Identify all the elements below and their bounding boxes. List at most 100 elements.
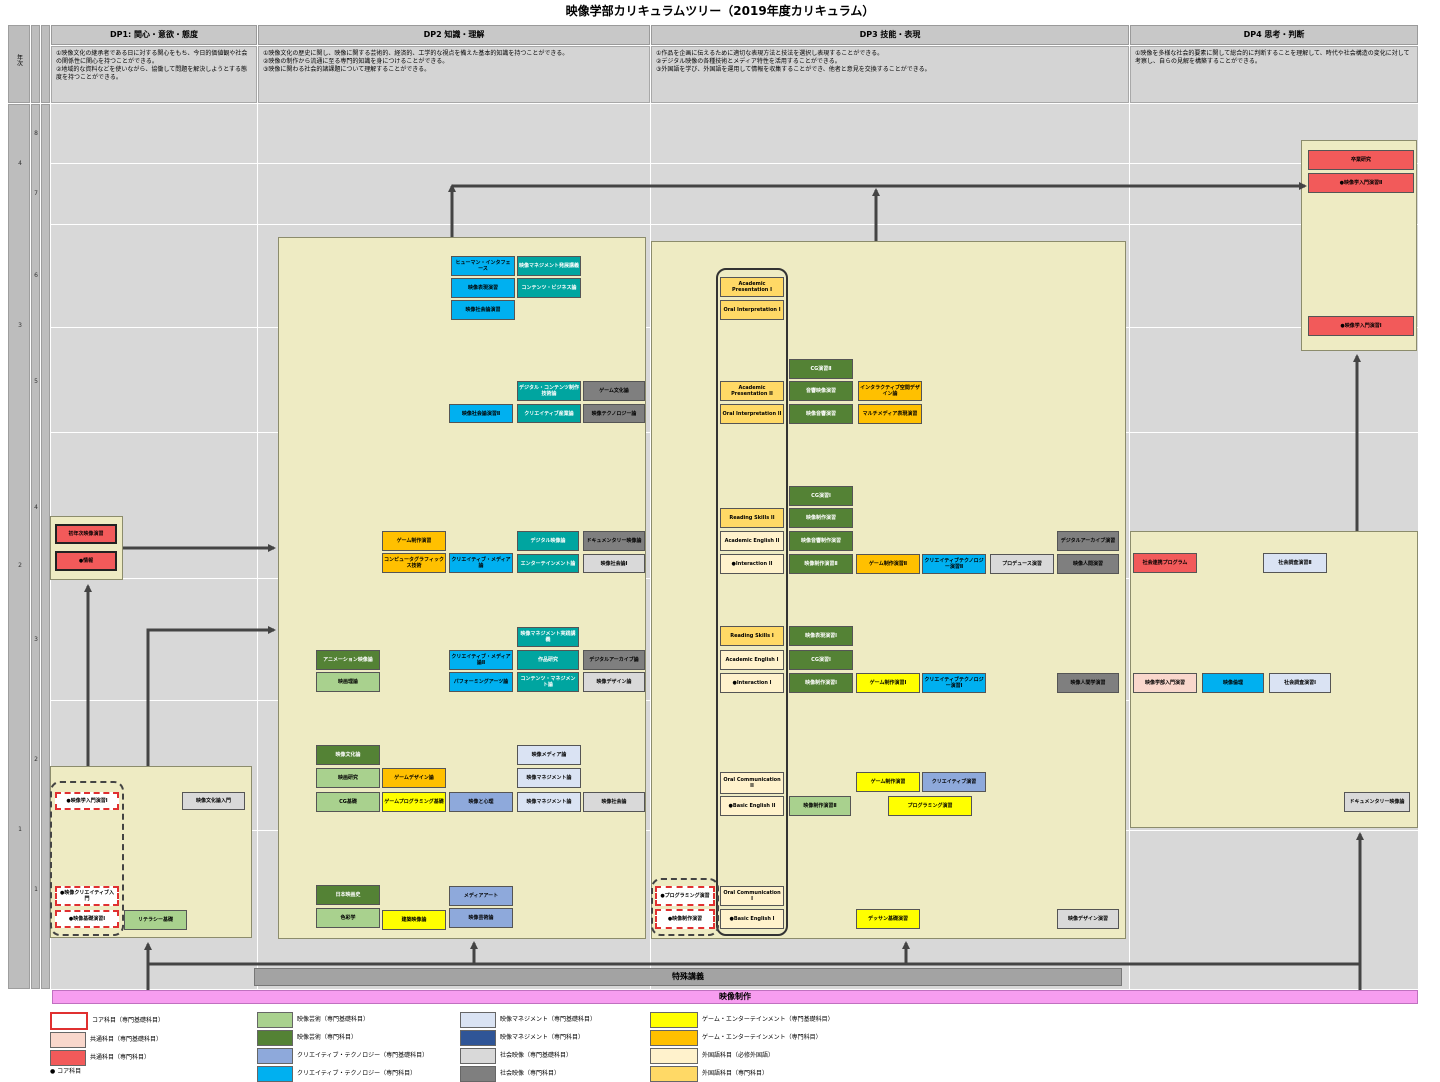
- course-box[interactable]: ●映像基礎演習Ⅰ: [55, 910, 119, 928]
- course-box[interactable]: ●情報: [55, 551, 117, 571]
- course-box[interactable]: CG演習Ⅱ: [789, 359, 853, 379]
- course-box[interactable]: マルチメディア表現演習: [858, 404, 922, 424]
- course-box[interactable]: プロデュース演習: [990, 554, 1054, 574]
- course-box[interactable]: Reading Skills II: [720, 508, 784, 528]
- course-box[interactable]: 映像人間学演習: [1057, 673, 1119, 693]
- course-box[interactable]: Academic English I: [720, 650, 784, 670]
- course-box[interactable]: 映像社会論演習: [451, 300, 515, 320]
- course-box[interactable]: 作品研究: [517, 650, 579, 670]
- course-box[interactable]: ●Interaction I: [720, 673, 784, 693]
- course-box[interactable]: ゲームデザイン論: [382, 768, 446, 788]
- course-box[interactable]: 映像メディア論: [517, 745, 581, 765]
- course-box[interactable]: Oral Communication II: [720, 772, 784, 794]
- course-box[interactable]: 映像表現演習: [451, 278, 515, 298]
- course-box[interactable]: パフォーミングアーツ論: [449, 672, 513, 692]
- course-box[interactable]: デッサン基礎演習: [856, 909, 920, 929]
- course-box[interactable]: ●映像学入門演習Ⅰ: [1308, 316, 1414, 336]
- course-box[interactable]: 映像学部入門演習: [1133, 673, 1197, 693]
- course-box[interactable]: クリエイティブテクノロジー演習Ⅰ: [922, 673, 986, 693]
- course-box[interactable]: Academic Presentation II: [720, 381, 784, 401]
- course-box[interactable]: コンテンツ・ビジネス論: [517, 278, 581, 298]
- course-box[interactable]: メディアアート: [449, 886, 513, 906]
- course-box[interactable]: 映像人間演習: [1057, 554, 1119, 574]
- course-box[interactable]: Oral Interpretation I: [720, 300, 784, 320]
- course-box[interactable]: クリエイティブ・メディア論: [449, 553, 513, 573]
- course-box[interactable]: 音響映像演習: [789, 381, 853, 401]
- course-box[interactable]: ●映像クリエイティブ入門: [55, 886, 119, 906]
- course-box[interactable]: 映画理論: [316, 672, 380, 692]
- course-box[interactable]: 映像芸術論: [449, 908, 513, 928]
- course-box[interactable]: CG基礎: [316, 792, 380, 812]
- course-box[interactable]: 建築映像論: [382, 910, 446, 930]
- course-box[interactable]: 映像社会論演習Ⅱ: [449, 404, 513, 423]
- course-box[interactable]: Academic Presentation I: [720, 277, 784, 297]
- course-box[interactable]: 映像と心理: [449, 792, 513, 812]
- course-box[interactable]: ヒューマン・インタフェース: [451, 256, 515, 276]
- course-box[interactable]: デジタル映像論: [517, 531, 579, 551]
- course-box[interactable]: CG演習Ⅰ: [789, 486, 853, 506]
- course-box[interactable]: ゲーム文化論: [583, 381, 645, 401]
- course-box[interactable]: 映像音響制作演習: [789, 531, 853, 551]
- course-box[interactable]: クリエイティブ・メディア論Ⅱ: [449, 650, 513, 670]
- left-header-label: 年次: [15, 54, 23, 66]
- course-box[interactable]: プログラミング演習: [888, 796, 972, 816]
- course-box[interactable]: 社会調査演習Ⅱ: [1263, 553, 1327, 573]
- course-box[interactable]: ゲーム制作演習Ⅱ: [856, 554, 920, 574]
- course-box[interactable]: 映像文化論: [316, 745, 380, 765]
- course-box[interactable]: ゲーム制作演習: [382, 531, 446, 551]
- course-box[interactable]: 映像マネジメント発展講義: [517, 256, 581, 276]
- course-box[interactable]: 映像表現演習Ⅰ: [789, 626, 853, 646]
- course-box[interactable]: 社会連携プログラム: [1133, 553, 1197, 573]
- course-box[interactable]: ●映像学入門演習Ⅱ: [1308, 173, 1414, 193]
- course-box[interactable]: クリエイティブテクノロジー演習Ⅱ: [922, 554, 986, 574]
- course-box[interactable]: コンテンツ・マネジメント論: [517, 672, 579, 692]
- course-box[interactable]: 色彩学: [316, 908, 380, 928]
- course-box[interactable]: ●映像学入門演習Ⅰ: [55, 792, 119, 810]
- course-box[interactable]: 日本映画史: [316, 885, 380, 905]
- course-box[interactable]: ドキュメンタリー映像論: [583, 531, 645, 551]
- course-box[interactable]: インタラクティブ空間デザイン論: [858, 381, 922, 401]
- course-box[interactable]: 映像マネジメント論: [517, 792, 581, 812]
- course-box[interactable]: デジタルアーカイブ論: [583, 650, 645, 670]
- course-box[interactable]: 映像制作演習Ⅰ: [789, 673, 853, 693]
- course-box[interactable]: クリエイティブ産業論: [517, 404, 581, 423]
- course-box[interactable]: 映像文化論入門: [182, 792, 245, 810]
- course-box[interactable]: 映像倫理: [1202, 673, 1264, 693]
- course-box[interactable]: 映像社会論Ⅰ: [583, 554, 645, 573]
- course-box[interactable]: ドキュメンタリー映像論: [1344, 792, 1410, 812]
- course-box[interactable]: 初年次映像演習: [55, 524, 117, 544]
- course-box[interactable]: 映像音響演習: [789, 404, 853, 424]
- course-box[interactable]: リテラシー基礎: [124, 910, 187, 930]
- course-box[interactable]: Reading Skills I: [720, 626, 784, 646]
- course-box[interactable]: 映像デザイン演習: [1057, 909, 1119, 929]
- course-box[interactable]: 映像制作演習Ⅱ: [789, 554, 853, 574]
- course-box[interactable]: 映画研究: [316, 768, 380, 788]
- course-box[interactable]: 映像テクノロジー論: [583, 404, 645, 423]
- course-box[interactable]: ●Interaction II: [720, 554, 784, 574]
- course-box[interactable]: ●映像制作演習: [655, 909, 715, 929]
- course-box[interactable]: Academic English II: [720, 531, 784, 551]
- course-box[interactable]: ●Basic English II: [720, 796, 784, 816]
- course-box[interactable]: コンピュータグラフィックス技術: [382, 553, 446, 573]
- course-box[interactable]: 映像マネジメント論: [517, 768, 581, 788]
- course-box[interactable]: 卒業研究: [1308, 150, 1414, 170]
- course-box[interactable]: デジタルアーカイブ演習: [1057, 531, 1119, 551]
- course-box[interactable]: Oral Communication I: [720, 886, 784, 906]
- course-box[interactable]: デジタル・コンテンツ制作技術論: [517, 381, 581, 401]
- course-box[interactable]: クリエイティブ演習: [922, 772, 986, 792]
- course-box[interactable]: 映像デザイン論: [583, 672, 645, 692]
- course-box[interactable]: ●Basic English I: [720, 909, 784, 929]
- course-box[interactable]: 社会調査演習Ⅰ: [1269, 673, 1331, 693]
- course-box[interactable]: エンターテインメント論: [517, 554, 579, 573]
- course-box[interactable]: CG演習Ⅰ: [789, 650, 853, 670]
- course-box[interactable]: Oral Interpretation II: [720, 404, 784, 424]
- course-box[interactable]: 映像制作演習: [789, 508, 853, 528]
- course-box[interactable]: ゲーム制作演習Ⅰ: [856, 673, 920, 693]
- course-box[interactable]: 映像制作演習Ⅱ: [789, 796, 851, 816]
- course-box[interactable]: ゲームプログラミング基礎: [382, 792, 446, 812]
- course-box[interactable]: 映像社会論: [583, 792, 645, 812]
- course-box[interactable]: ●プログラミング演習: [655, 886, 715, 906]
- course-box[interactable]: ゲーム制作演習: [856, 772, 920, 792]
- course-box[interactable]: アニメーション映像論: [316, 650, 380, 670]
- course-box[interactable]: 映像マネジメント実践講義: [517, 627, 579, 647]
